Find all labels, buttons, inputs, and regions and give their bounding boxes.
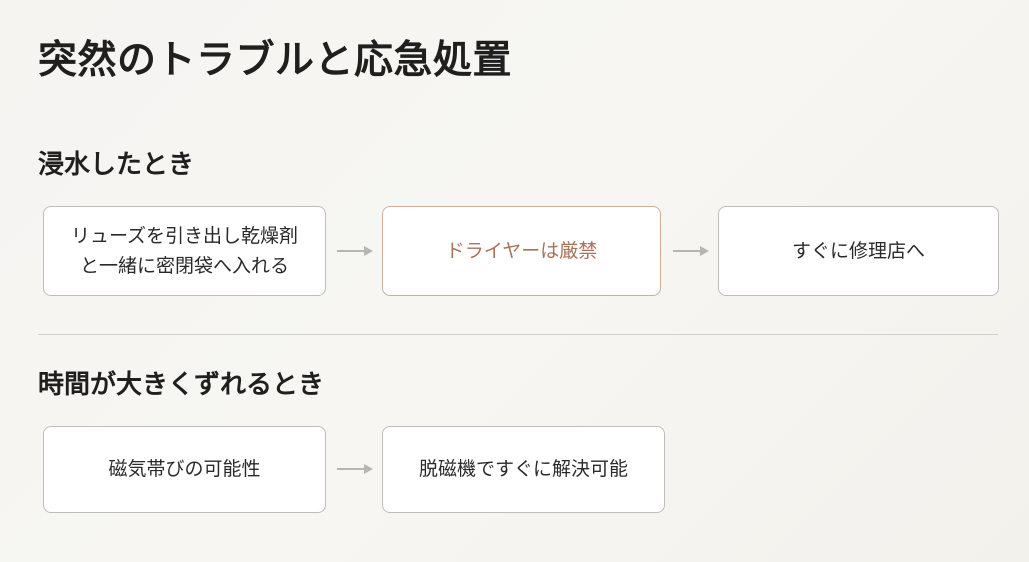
arrow-right-icon <box>673 246 709 256</box>
page-title: 突然のトラブルと応急処置 <box>38 38 513 83</box>
arrow-right-icon <box>337 464 373 474</box>
step-card-demagnetizer: 脱磁機ですぐに解決可能 <box>382 426 665 513</box>
section-divider <box>38 334 998 335</box>
step-card-repair-shop: すぐに修理店へ <box>718 206 999 296</box>
step-card-no-dryer-warning: ドライヤーは厳禁 <box>382 206 661 296</box>
step-card-dry-and-seal: リューズを引き出し乾燥剤 と一緒に密閉袋へ入れる <box>43 206 326 296</box>
section-heading-water: 浸水したとき <box>38 150 195 180</box>
section-heading-time-drift: 時間が大きくずれるとき <box>38 370 325 400</box>
arrow-right-icon <box>337 246 373 256</box>
step-card-magnetization: 磁気帯びの可能性 <box>43 426 326 513</box>
